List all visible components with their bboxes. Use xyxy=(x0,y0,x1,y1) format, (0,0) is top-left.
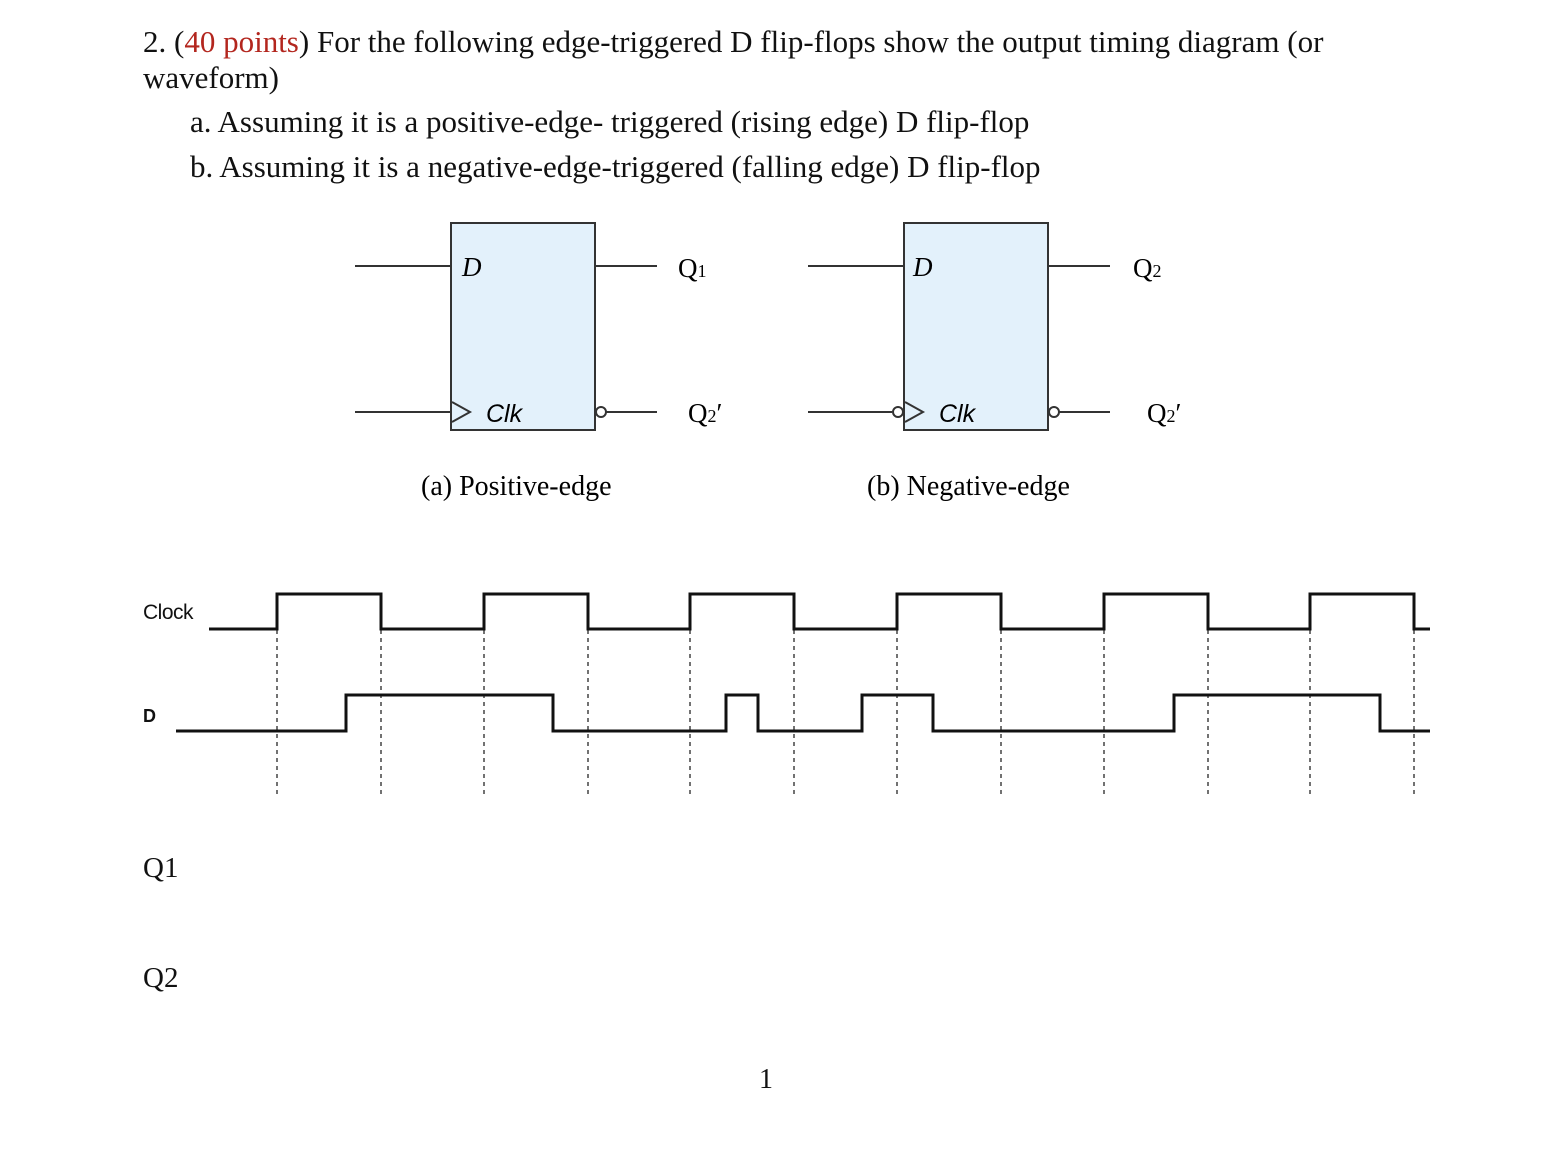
flipflop-b-clock-triangle xyxy=(904,401,926,423)
flipflop-b-q-sub: 2 xyxy=(1153,261,1162,281)
flipflop-a-box xyxy=(450,222,596,431)
points-value: 40 points xyxy=(184,24,299,59)
flipflop-b-qbar-prime: ′ xyxy=(1176,398,1182,428)
q2-signal-label: Q2 xyxy=(143,962,179,994)
flipflop-a-clock-triangle xyxy=(451,401,473,423)
flipflop-a-qbar-letter: Q xyxy=(688,398,708,428)
question-line-2: waveform) xyxy=(143,60,279,95)
flipflop-b-box xyxy=(903,222,1049,431)
flipflop-b-clock-bubble xyxy=(892,406,904,418)
part-a-text: a. Assuming it is a positive-edge- trigg… xyxy=(190,104,1030,139)
points-close-paren: ) xyxy=(298,24,310,59)
flipflop-a: D Clk Q1 Q2′ (a) Positive-edge xyxy=(355,222,722,502)
q1-signal-label: Q1 xyxy=(143,852,179,884)
question-number: 2. xyxy=(143,24,167,59)
part-b-text: b. Assuming it is a negative-edge-trigge… xyxy=(190,149,1041,184)
flipflop-b-q-label: Q2 xyxy=(1133,253,1162,283)
edge-guides xyxy=(276,630,1415,798)
flipflop-a-q-sub: 1 xyxy=(698,261,707,281)
flipflop-b-caption: (b) Negative-edge xyxy=(867,471,1070,502)
flipflop-diagrams: D Clk Q1 Q2′ (a) Positive-edge D Clk Q2 … xyxy=(355,222,1181,502)
page-number: 1 xyxy=(759,1064,773,1095)
clock-waveform xyxy=(209,592,1430,631)
flipflop-a-q-letter: Q xyxy=(678,253,698,283)
timing-diagram xyxy=(176,592,1430,798)
d-signal-label: D xyxy=(143,706,156,726)
flipflop-a-bubble xyxy=(595,406,607,418)
clock-signal-label: Clock xyxy=(143,601,194,624)
question-line-1: 2. (40 points) For the following edge-tr… xyxy=(143,24,1323,60)
flipflop-a-qbar-prime: ′ xyxy=(717,398,723,428)
flipflop-a-d-label: D xyxy=(461,252,482,282)
flipflop-b-qbar-label: Q2′ xyxy=(1147,398,1181,428)
flipflop-b-d-label: D xyxy=(912,252,933,282)
question-text: For the following edge-triggered D flip-… xyxy=(316,24,1324,59)
flipflop-b: D Clk Q2 Q2′ (b) Negative-edge xyxy=(808,222,1181,502)
flipflop-b-clk-label: Clk xyxy=(939,400,977,428)
flipflop-a-q-label: Q1 xyxy=(678,253,707,283)
flipflop-b-qbar-sub: 2 xyxy=(1167,406,1176,426)
d-waveform xyxy=(176,693,1430,733)
flipflop-a-clk-label: Clk xyxy=(486,400,524,428)
flipflop-a-caption: (a) Positive-edge xyxy=(421,471,612,502)
flipflop-a-qbar-label: Q2′ xyxy=(688,398,722,428)
flipflop-b-qbar-letter: Q xyxy=(1147,398,1167,428)
flipflop-b-q-letter: Q xyxy=(1133,253,1153,283)
flipflop-b-bubble xyxy=(1048,406,1060,418)
flipflop-a-qbar-sub: 2 xyxy=(708,406,717,426)
points-open-paren: ( xyxy=(174,24,185,59)
